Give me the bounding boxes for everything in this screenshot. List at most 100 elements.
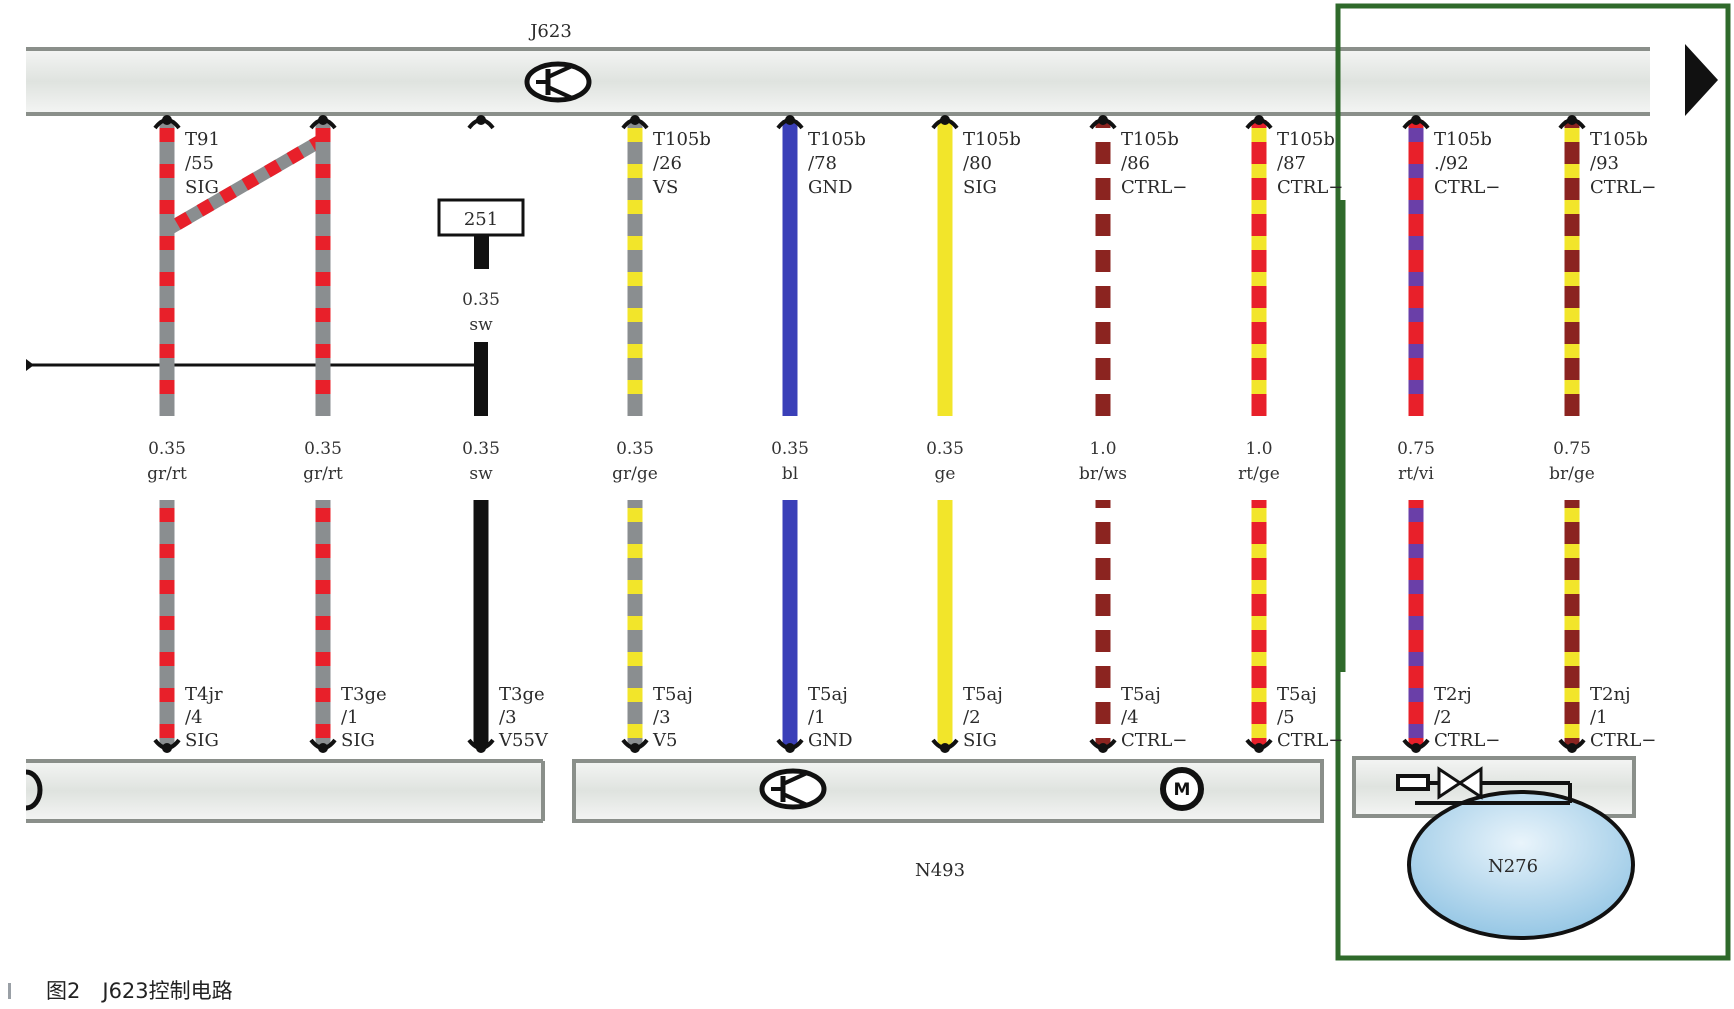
pin-dot: [1098, 743, 1108, 753]
motor-icon: M: [1160, 767, 1204, 811]
wire-bottom-pin: /1: [1590, 707, 1608, 728]
wire-top-pin: /78: [808, 153, 837, 174]
wire-bottom-signal: SIG: [341, 730, 375, 751]
pin-dot: [1254, 743, 1264, 753]
wire-bottom-pin: /4: [1121, 707, 1139, 728]
j623-module: J623: [26, 21, 1650, 116]
wire-bottom-pin: /1: [341, 707, 359, 728]
j623-label: J623: [528, 21, 572, 42]
wire-size: 0.75: [1553, 439, 1591, 459]
pin-dot: [785, 115, 795, 125]
wire-size: 0.35: [616, 439, 654, 459]
wire-top-connector: T105b: [1277, 129, 1335, 150]
wire-top-connector: T105b: [1590, 129, 1648, 150]
wire-bottom-signal: CTRL−: [1590, 730, 1656, 751]
wire-top-pin: /93: [1590, 153, 1619, 174]
wire-group: T91/55SIG0.35gr/rtT4jr/4SIG0.35gr/rtT3ge…: [147, 115, 1656, 753]
wire-bottom-signal: CTRL−: [1277, 730, 1343, 751]
wire-top-signal: GND: [808, 177, 853, 198]
wire-size: 0.35: [926, 439, 964, 459]
wire-top-signal: CTRL−: [1121, 177, 1187, 198]
wire-bottom-connector: T5aj: [1277, 684, 1317, 705]
svg-text:M: M: [1174, 780, 1191, 800]
transistor-icon: [759, 768, 827, 810]
pin-dot: [318, 743, 328, 753]
pin-dot: [1567, 115, 1577, 125]
wire-top-connector: T91: [185, 129, 220, 150]
grounded-wire-size: 0.35: [462, 290, 500, 310]
wire-top-pin: /80: [963, 153, 992, 174]
wire-color-code: br/ws: [1079, 464, 1127, 484]
pin-dot: [940, 743, 950, 753]
wire-bottom-connector: T5aj: [1121, 684, 1161, 705]
wire-color-code: rt/vi: [1398, 464, 1434, 484]
caption-title: J623控制电路: [102, 979, 233, 1003]
wire-bottom-connector: T3ge: [341, 684, 387, 705]
pin-dot: [162, 115, 172, 125]
grounded-wire-color: sw: [469, 315, 493, 335]
wire-top-pin: /86: [1121, 153, 1150, 174]
pin-dot: [1098, 115, 1108, 125]
wire-size: 1.0: [1245, 439, 1272, 459]
n276-label: N276: [1488, 856, 1538, 877]
wire-top-pin: /55: [185, 153, 214, 174]
wire-top-pin: ./92: [1434, 153, 1469, 174]
wire-bottom-pin: /3: [499, 707, 517, 728]
wire-top-connector: T105b: [653, 129, 711, 150]
wire-bottom-signal: V55V: [498, 730, 549, 751]
wire-size: 0.75: [1397, 439, 1435, 459]
transistor-icon: [524, 61, 592, 103]
wire-color-code: br/ge: [1549, 464, 1595, 484]
wire-color-code: rt/ge: [1238, 464, 1280, 484]
wire-top-pin: /26: [653, 153, 682, 174]
wire-top-connector: T105b: [1121, 129, 1179, 150]
wire-bottom-connector: T5aj: [963, 684, 1003, 705]
wire-bottom-signal: V5: [652, 730, 677, 751]
wire-top-signal: SIG: [963, 177, 997, 198]
connector-arrow-icon: [1685, 44, 1718, 116]
wire-color-code: gr/rt: [147, 464, 187, 484]
wire-bottom-signal: CTRL−: [1121, 730, 1187, 751]
pin-dot: [162, 743, 172, 753]
caption-figure-number: 图2: [46, 979, 81, 1003]
wire-bottom-connector: T2rj: [1434, 684, 1472, 705]
wire-top-connector: T105b: [963, 129, 1021, 150]
wire-bottom-connector: T5aj: [808, 684, 848, 705]
wire-bottom-signal: GND: [808, 730, 853, 751]
wire-top-signal: SIG: [185, 177, 219, 198]
wire-bottom-pin: /2: [963, 707, 981, 728]
wire-top-signal: CTRL−: [1277, 177, 1343, 198]
wire-top-signal: CTRL−: [1434, 177, 1500, 198]
valve-icon: [1396, 766, 1572, 805]
wire-color-code: gr/rt: [303, 464, 343, 484]
pin-dot: [785, 743, 795, 753]
ground-marker: 251 0.35 sw: [437, 198, 525, 416]
pin-dot: [476, 743, 486, 753]
pin-dot: [476, 115, 486, 125]
wire-size: 1.0: [1089, 439, 1116, 459]
wire-bottom-pin: /2: [1434, 707, 1452, 728]
figure-caption: 图2 J623控制电路: [46, 975, 255, 1005]
wire-color-code: sw: [469, 464, 493, 484]
wire-color-code: bl: [782, 464, 798, 484]
wire-bottom-connector: T3ge: [499, 684, 545, 705]
pin-dot: [1254, 115, 1264, 125]
wire-bottom-pin: /4: [185, 707, 203, 728]
pin-dot: [318, 115, 328, 125]
pin-dot: [1411, 115, 1421, 125]
wire-bottom-signal: SIG: [963, 730, 997, 751]
wire-size: 0.35: [771, 439, 809, 459]
pin-dot: [630, 743, 640, 753]
wire-bottom-pin: /1: [808, 707, 826, 728]
pin-dot: [1567, 743, 1577, 753]
wire-size: 0.35: [462, 439, 500, 459]
wire-bottom-pin: /5: [1277, 707, 1295, 728]
